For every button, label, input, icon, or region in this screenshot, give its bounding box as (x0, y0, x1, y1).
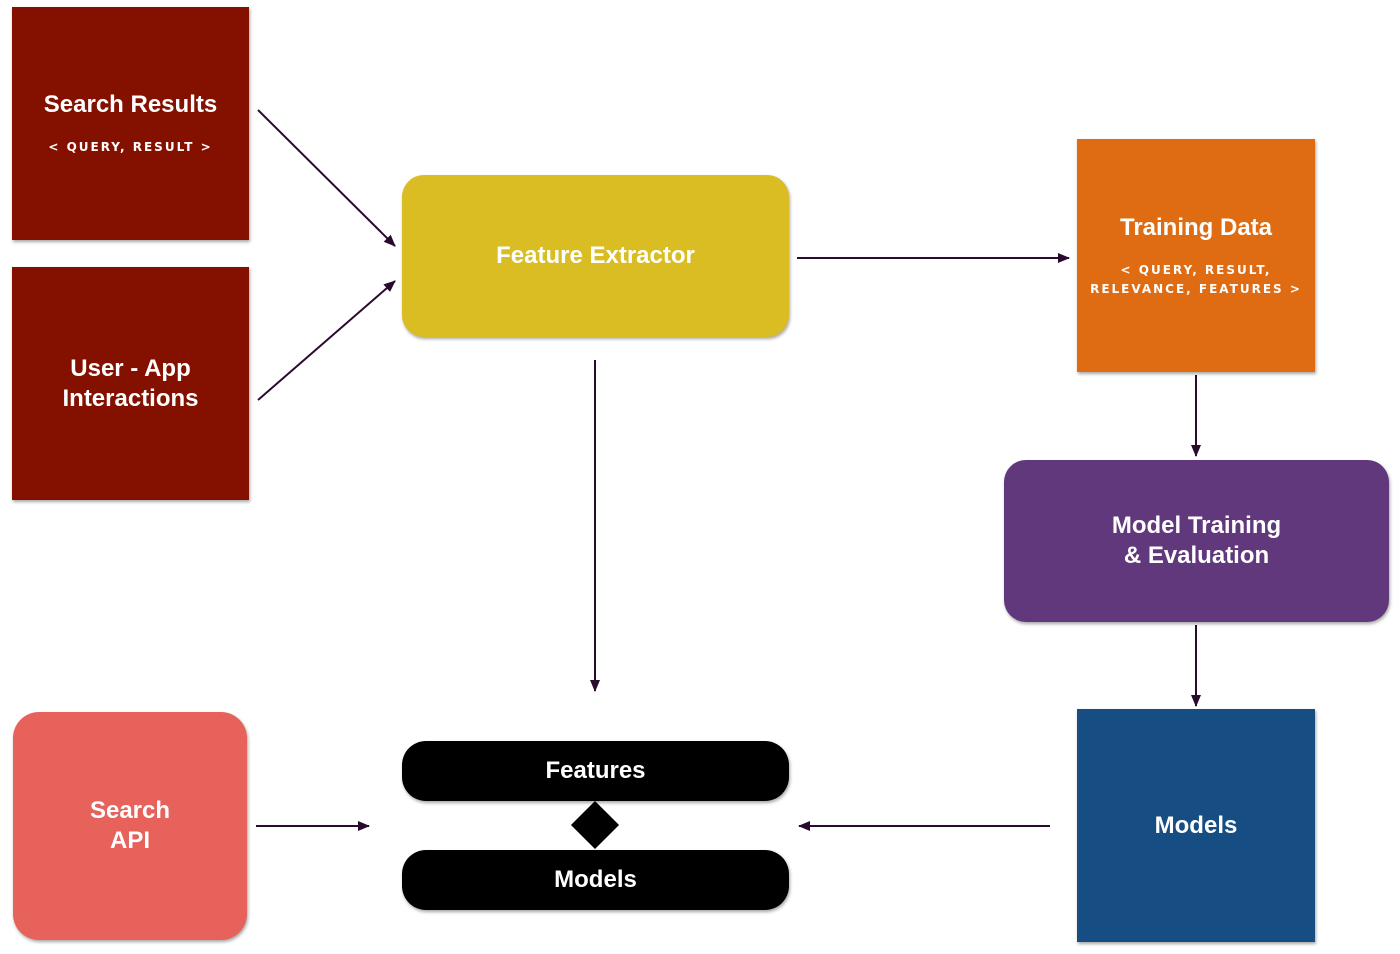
training-data-node: Training Data < QUERY, RESULT, RELEVANCE… (1077, 139, 1315, 372)
models-store-node: Models (1077, 709, 1315, 942)
user-app-interactions-node: User - App Interactions (12, 267, 249, 500)
feature-extractor-title: Feature Extractor (496, 242, 695, 269)
search-api-title: Search API (89, 797, 171, 854)
models-store-title: Models (1154, 811, 1238, 839)
training-data-title: Training Data (1119, 213, 1273, 241)
models-runtime-node: Models (402, 850, 789, 910)
search-api-node: Search API (13, 712, 247, 940)
search-results-node: Search Results < QUERY, RESULT > (12, 7, 249, 240)
user-app-interactions-title: User - App Interactions (62, 354, 199, 412)
models-runtime-title: Models (554, 866, 637, 893)
edge-search-results-to-feature-extractor (257, 109, 396, 247)
features-title: Features (545, 757, 646, 784)
training-data-subtitle: < QUERY, RESULT, RELEVANCE, FEATURES > (1090, 262, 1302, 296)
search-results-title: Search Results (43, 91, 218, 118)
model-training-title: Model Training & Evaluation (1111, 512, 1282, 569)
features-node: Features (402, 741, 789, 801)
edge-user-app-to-feature-extractor (257, 280, 396, 401)
feature-extractor-node: Feature Extractor (402, 175, 789, 337)
model-training-node: Model Training & Evaluation (1004, 460, 1389, 622)
search-results-subtitle: < QUERY, RESULT > (48, 140, 213, 154)
